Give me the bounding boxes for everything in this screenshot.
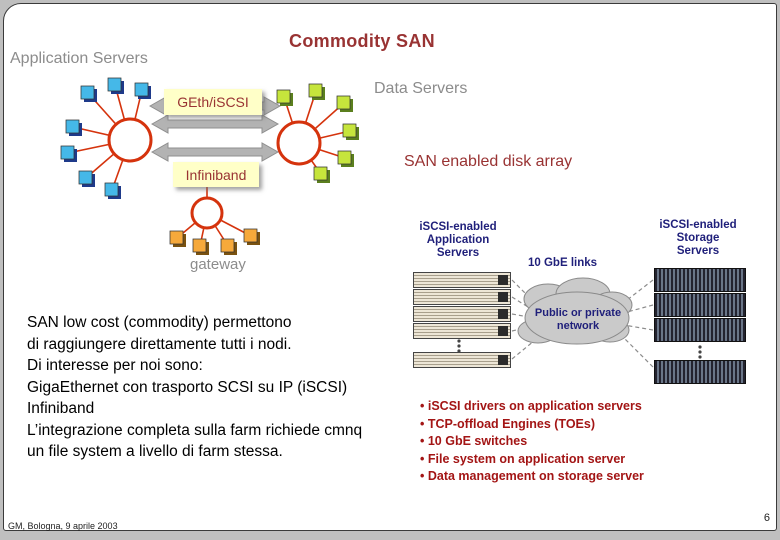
label-application-servers: Application Servers: [10, 50, 148, 67]
gateway-hub: [190, 196, 224, 230]
bullet-item: TCP-offload Engines (TOEs): [420, 416, 644, 434]
application-server-box: [413, 306, 511, 322]
bullet-item: Data management on storage server: [420, 468, 644, 486]
arrow-infiniband: [150, 142, 280, 162]
switch-hubs: [107, 117, 322, 230]
inset-label-line: Application: [426, 234, 490, 246]
gateway-nodes: [169, 228, 260, 255]
footer-text: GM, Bologna, 9 aprile 2003: [8, 521, 118, 531]
bullet-item: 10 GbE switches: [420, 433, 644, 451]
label-san-enabled-disk-array: SAN enabled disk array: [404, 153, 573, 170]
label-infiniband: Infiniband: [173, 162, 259, 187]
application-server-box: [413, 289, 511, 305]
page-number: 6: [763, 512, 770, 524]
inset-label-line: Servers: [436, 247, 480, 259]
cloud-label-line: Public or private: [534, 307, 622, 319]
body-line: Infiniband: [27, 400, 95, 417]
application-server-nodes: [60, 77, 151, 199]
inset-label-line: Storage: [676, 232, 720, 244]
body-line: SAN low cost (commodity) permettono: [27, 314, 292, 331]
server-ellipsis-dots: [457, 339, 702, 359]
bullet-item: File system on application server: [420, 451, 644, 469]
arrow-geth: [150, 114, 280, 134]
inset-label-line: iSCSI-enabled: [419, 221, 497, 233]
bullet-item: iSCSI drivers on application servers: [420, 398, 644, 416]
network-cloud: [517, 277, 633, 345]
label-gateway: gateway: [190, 256, 246, 273]
inset-label-line: Servers: [676, 245, 720, 257]
body-text: SAN low cost (commodity) permettono di r…: [27, 312, 362, 463]
slide-title: Commodity SAN: [289, 31, 435, 51]
cloud-label-line: network: [556, 320, 600, 332]
left-hub: [107, 117, 153, 163]
body-line: GigaEthernet con trasporto SCSI su IP (i…: [27, 378, 348, 396]
storage-server-box: [654, 293, 746, 317]
application-server-box: [413, 272, 511, 288]
body-line: L’integrazione completa sulla farm richi…: [27, 421, 363, 439]
label-geth-iscsi: GEth/iSCSI: [164, 89, 262, 115]
label-10gbe-links: 10 GbE links: [528, 257, 598, 269]
inset-storage-servers-label: iSCSI-enabled Storage Servers: [648, 219, 748, 258]
storage-server-box: [654, 318, 746, 342]
data-server-nodes: [276, 83, 359, 183]
body-line: un file system a livello di farm stessa.: [27, 443, 283, 460]
inset-label-line: iSCSI-enabled: [659, 219, 737, 231]
application-server-box: [413, 352, 511, 368]
inset-application-servers-label: iSCSI-enabled Application Servers: [408, 221, 508, 260]
slide-canvas: [3, 3, 777, 531]
body-line: di raggiungere direttamente tutti i nodi…: [27, 335, 292, 353]
label-data-servers: Data Servers: [374, 80, 468, 97]
storage-server-box: [654, 268, 746, 292]
body-line: Di interesse per noi sono:: [27, 357, 203, 374]
inset-bullet-list: iSCSI drivers on application servers TCP…: [420, 398, 644, 486]
storage-server-box: [654, 360, 746, 384]
cloud-label: Public or private network: [528, 307, 628, 333]
application-server-box: [413, 323, 511, 339]
right-hub: [276, 120, 322, 166]
